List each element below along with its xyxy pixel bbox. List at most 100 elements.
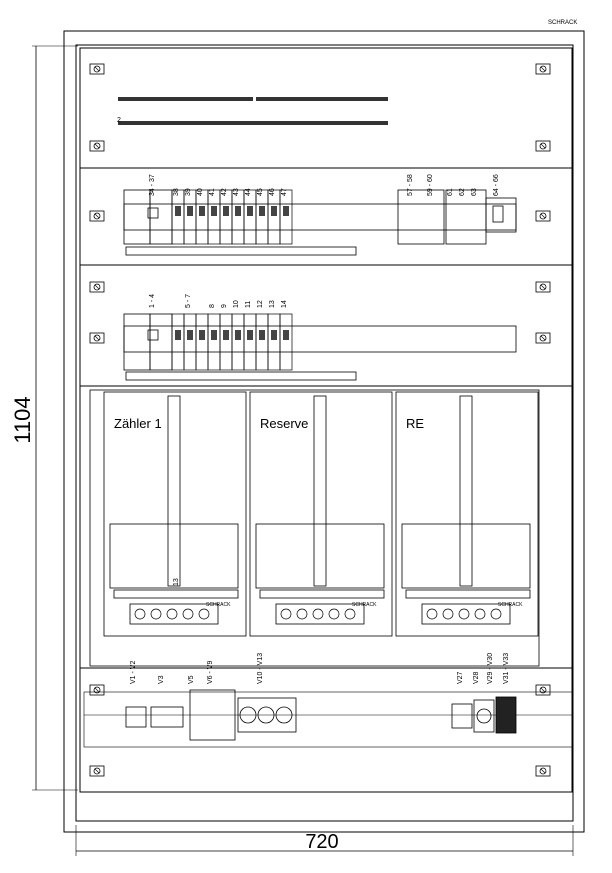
row3-circuit-labels: 1 - 4 5 - 7 8 9 10 11 12 13 14 — [149, 294, 288, 308]
screw-icon — [535, 210, 551, 222]
brand-label: SCHRACK — [548, 20, 577, 26]
circuit-label: 11 — [245, 301, 252, 308]
screw-icon — [89, 140, 105, 152]
circuit-label: 5 - 7 — [185, 294, 192, 308]
row2-din-rail — [123, 189, 517, 256]
breaker — [219, 189, 233, 245]
meter-title: RE — [406, 416, 424, 431]
row1-marker: 2 — [117, 117, 121, 124]
breaker — [171, 189, 185, 245]
meter-area — [89, 389, 540, 667]
screw-icon — [89, 684, 105, 696]
circuit-label: V3 — [158, 675, 165, 684]
circuit-label: 47 — [281, 188, 288, 196]
breaker — [243, 189, 257, 245]
breaker — [267, 189, 281, 245]
screw-icon — [89, 765, 105, 777]
circuit-label: 44 — [245, 188, 252, 196]
screw-icon — [89, 210, 105, 222]
breaker — [279, 313, 293, 371]
brand-label: SCHRACK — [352, 602, 377, 608]
meter-title: Reserve — [260, 416, 308, 431]
breaker — [183, 313, 197, 371]
screw-icon — [89, 332, 105, 344]
breaker — [231, 189, 245, 245]
circuit-label: 63 — [471, 188, 478, 196]
mounting-screws — [89, 63, 551, 777]
screw-icon — [535, 765, 551, 777]
screw-icon — [89, 281, 105, 293]
circuit-label: 57 - 58 — [407, 174, 414, 196]
circuit-label: 13 — [269, 300, 276, 308]
circuit-label: V27 — [457, 671, 464, 684]
circuit-label: V28 — [473, 671, 480, 684]
screw-icon — [535, 332, 551, 344]
circuit-label: 12 — [257, 300, 264, 308]
breaker — [255, 189, 269, 245]
cabinet-frame — [75, 44, 574, 822]
circuit-label: V5 — [188, 675, 195, 684]
meter-marker: 13 — [173, 578, 180, 586]
breaker — [207, 313, 221, 371]
brand-label: SCHRACK — [206, 602, 231, 608]
circuit-label: V1 - V2 — [130, 661, 137, 684]
breaker — [231, 313, 245, 371]
circuit-label: 41 — [209, 188, 216, 196]
circuit-label: 8 — [209, 304, 216, 308]
bottom-components — [125, 689, 517, 741]
row1-wire-strips — [118, 97, 388, 125]
breaker — [267, 313, 281, 371]
circuit-label: 14 — [281, 300, 288, 308]
breaker — [171, 313, 185, 371]
screw-icon — [535, 281, 551, 293]
breaker — [219, 313, 233, 371]
circuit-label: 46 — [269, 188, 276, 196]
circuit-label: 10 — [233, 300, 240, 308]
breaker — [207, 189, 221, 245]
meter-title: Zähler 1 — [114, 416, 162, 431]
circuit-label: 62 — [459, 188, 466, 196]
circuit-label: 59 - 60 — [427, 174, 434, 196]
outer-frame — [63, 30, 585, 833]
circuit-label: 34 - 37 — [149, 174, 156, 196]
circuit-label: V31 - V33 — [503, 653, 510, 684]
screw-icon — [535, 140, 551, 152]
circuit-label: V10 - V13 — [257, 653, 264, 684]
width-dimension-label: 720 — [305, 831, 338, 853]
bottom-rail — [83, 691, 573, 748]
screw-icon — [535, 63, 551, 75]
row2-circuit-labels: 34 - 37 38 39 40 41 42 43 44 45 46 47 57 - 58 59 - 6… — [149, 174, 500, 196]
breaker — [279, 189, 293, 245]
inner-frame — [79, 47, 573, 793]
circuit-label: 61 — [447, 188, 454, 196]
circuit-label: 45 — [257, 188, 264, 196]
circuit-label: 43 — [233, 188, 240, 196]
screw-icon — [89, 63, 105, 75]
screw-icon — [535, 684, 551, 696]
circuit-label: 38 — [173, 188, 180, 196]
circuit-label: 40 — [197, 188, 204, 196]
breaker — [195, 313, 209, 371]
circuit-label: 1 - 4 — [149, 294, 156, 308]
breaker — [255, 313, 269, 371]
meter-section: RE SCHRACK — [395, 391, 539, 637]
circuit-label: 9 — [221, 304, 228, 308]
circuit-label: 64 - 66 — [493, 174, 500, 196]
circuit-label: V6 - V9 — [207, 661, 214, 684]
circuit-label: 42 — [221, 188, 228, 196]
circuit-label: V29 - V30 — [487, 653, 494, 684]
brand-label: SCHRACK — [498, 602, 523, 608]
height-dimension-label: 1104 — [10, 396, 35, 443]
breaker — [243, 313, 257, 371]
breaker — [195, 189, 209, 245]
row2-breakers — [171, 189, 293, 245]
breaker — [183, 189, 197, 245]
row3-breakers — [171, 313, 293, 371]
circuit-label: 39 — [185, 188, 192, 196]
row3-din-rail — [123, 313, 517, 381]
